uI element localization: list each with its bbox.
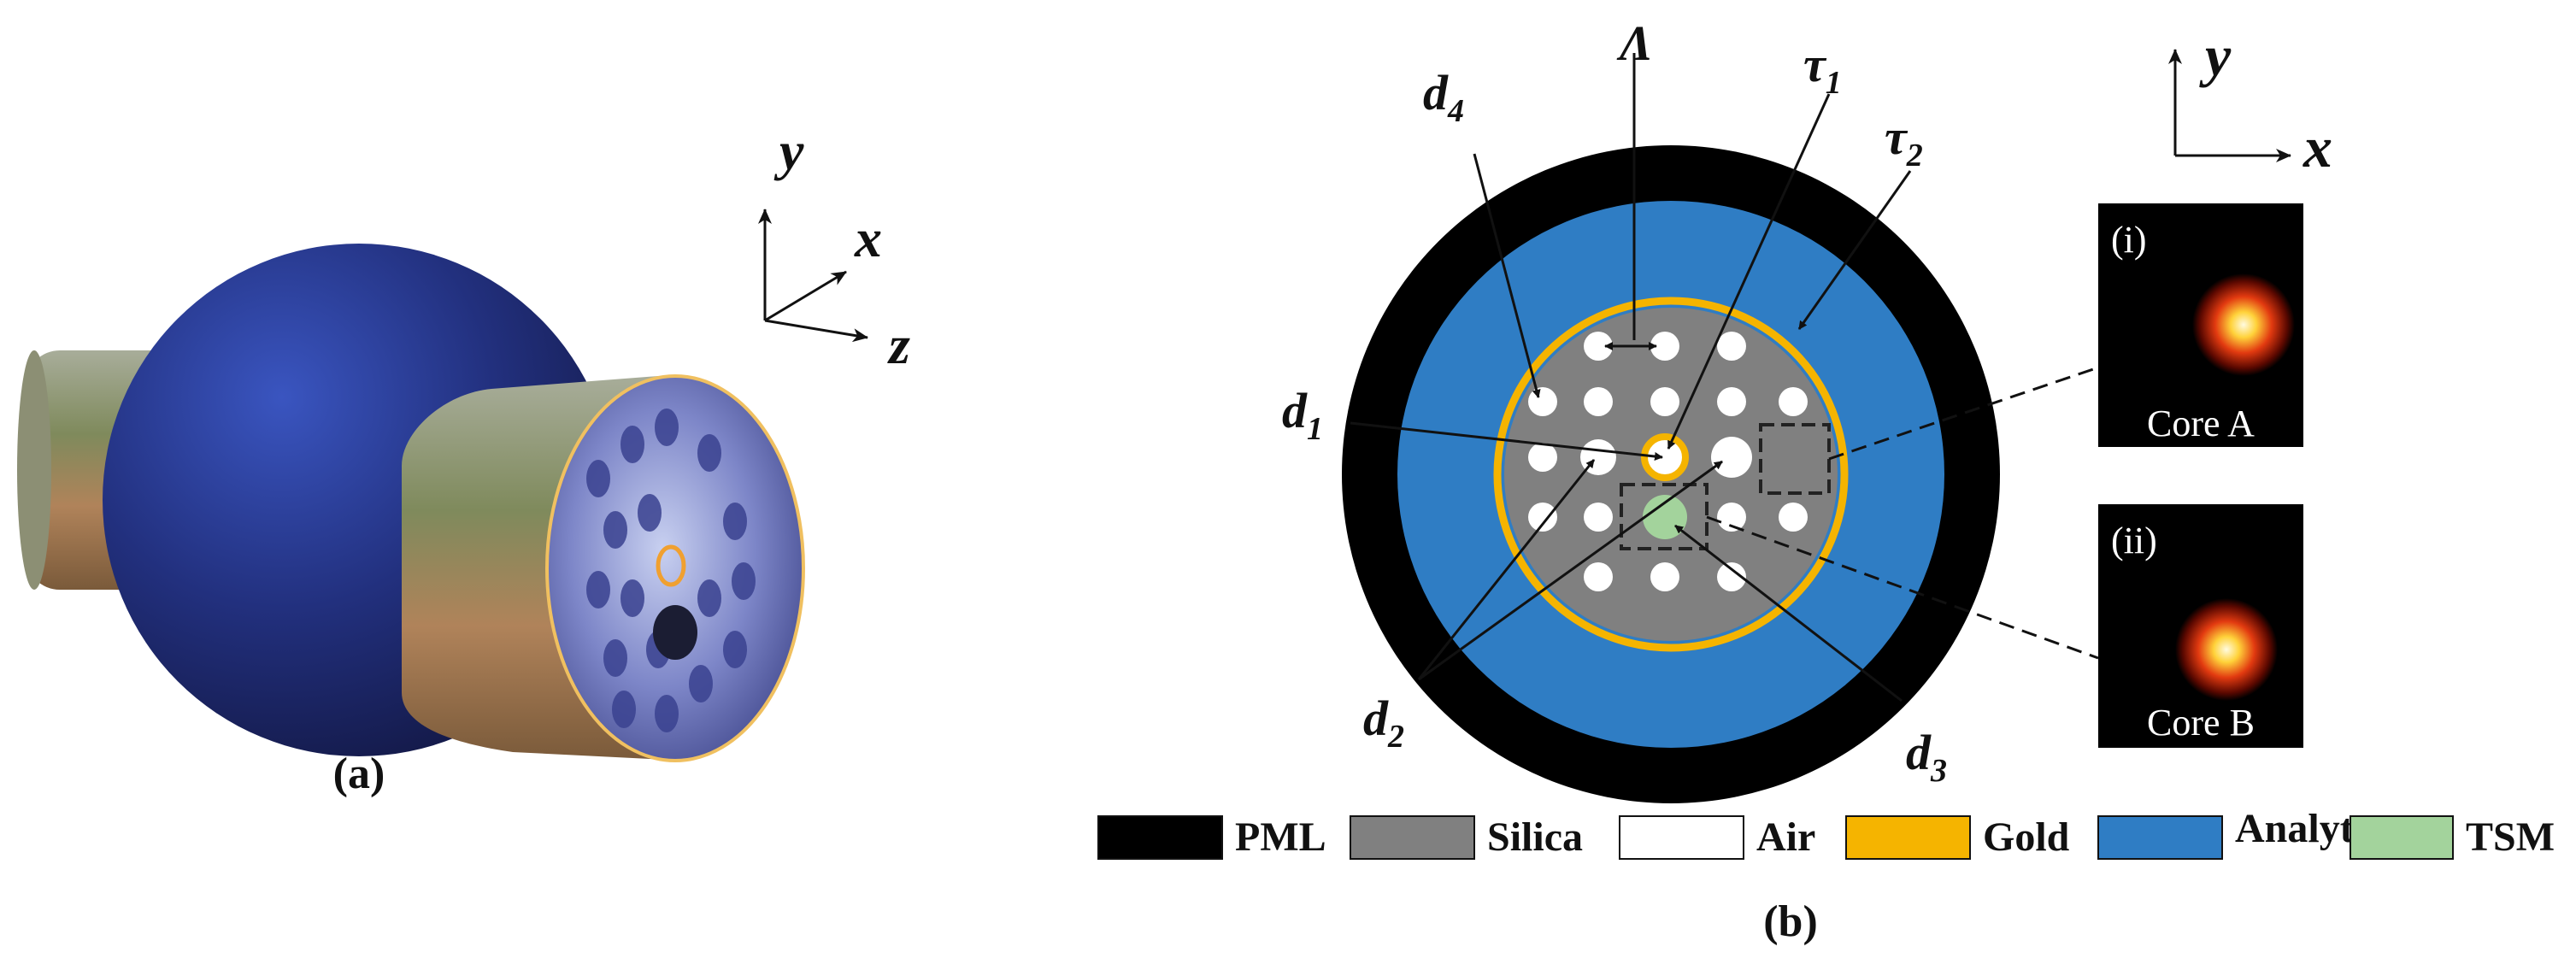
- svg-text:Air: Air: [1756, 814, 1815, 860]
- label-d4: d4: [1423, 65, 1464, 129]
- inset-core-b-tag: (ii): [2111, 520, 2157, 561]
- panel-b: Λ d4 τ1 τ2 d1 d2 d3 y x (i) Core A (ii) …: [1097, 15, 2555, 946]
- inset-core-a-tag: (i): [2111, 219, 2147, 261]
- inset-core-a-label: Core A: [2147, 403, 2255, 444]
- label-lambda: Λ: [1616, 15, 1653, 71]
- inset-core-b: (ii) Core B: [2098, 504, 2303, 748]
- axis-label-x-2d: x: [2303, 115, 2332, 179]
- svg-text:Gold: Gold: [1983, 814, 2070, 860]
- inset-core-a: (i) Core A: [2098, 203, 2303, 447]
- fiber-cross-section-diagram: [1342, 145, 2000, 803]
- legend-item-analyte: Analyte: [2097, 806, 2372, 860]
- inset-core-b-label: Core B: [2147, 702, 2255, 744]
- fiber-cross-section: [545, 374, 805, 762]
- svg-text:TSM: TSM: [2466, 814, 2555, 860]
- axis-label-x-3d: x: [854, 208, 882, 268]
- annotation-labels: Λ d4 τ1 τ2 d1 d2 d3: [1282, 15, 1947, 789]
- label-d2: d2: [1363, 691, 1404, 755]
- core-b-region-box: [1620, 483, 1709, 550]
- legend-item-pml: PML: [1097, 814, 1326, 860]
- axis-label-z-3d: z: [887, 315, 910, 375]
- legend-item-air: Air: [1619, 814, 1815, 860]
- axis-label-y-3d: y: [773, 121, 804, 181]
- legend-item-gold: Gold: [1845, 814, 2070, 860]
- gold-coated-core: [1641, 433, 1689, 481]
- legend-item-tsm: TSM: [2350, 814, 2555, 860]
- label-d1: d1: [1282, 383, 1323, 447]
- label-d3: d3: [1906, 725, 1947, 789]
- axes-2d: y x: [2168, 23, 2332, 179]
- axes-3d: y x z: [758, 121, 910, 375]
- caption-a: (a): [333, 750, 385, 798]
- panel-a: y x z (a): [17, 121, 910, 798]
- svg-text:PML: PML: [1235, 814, 1326, 860]
- axis-label-y-2d: y: [2199, 23, 2232, 88]
- svg-text:Silica: Silica: [1487, 814, 1583, 860]
- label-tau2: τ2: [1885, 109, 1923, 173]
- legend: PML Silica Air Gold Analyte TSM: [1097, 806, 2555, 860]
- legend-item-silica: Silica: [1350, 814, 1583, 860]
- label-tau1: τ1: [1803, 37, 1842, 101]
- caption-b: (b): [1763, 897, 1818, 946]
- annotation-lines: [1350, 53, 2099, 703]
- svg-text:Analyte: Analyte: [2235, 806, 2372, 851]
- gold-ring-outer: [1493, 297, 1849, 652]
